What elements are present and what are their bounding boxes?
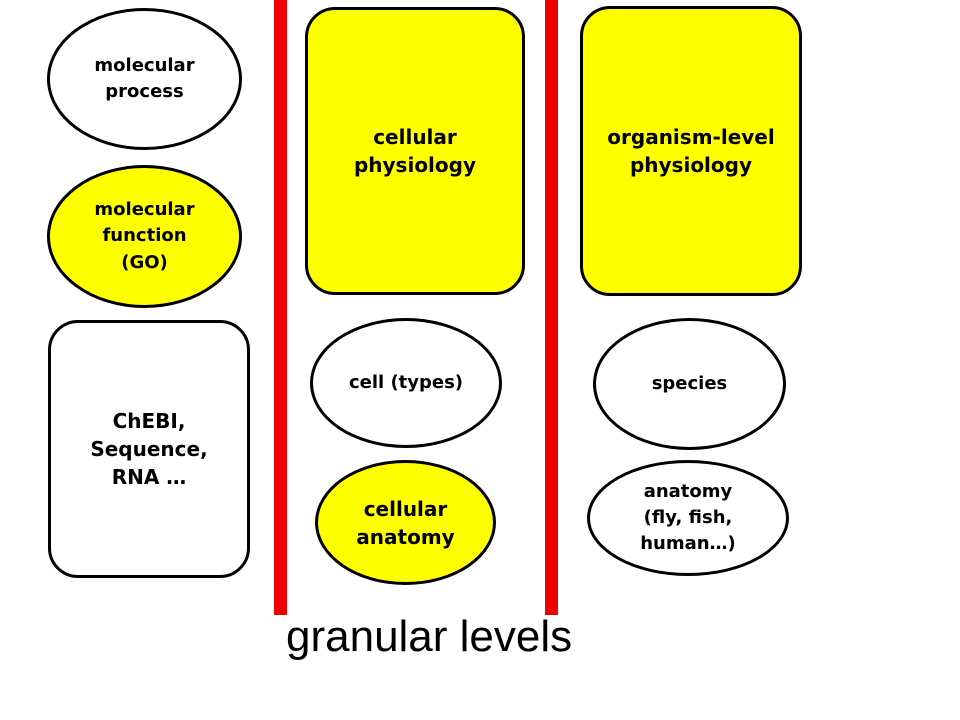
chebi-sequence-rna-node: ChEBI, Sequence, RNA … xyxy=(48,320,250,578)
granular-divider-left xyxy=(274,0,287,615)
organism-level-physiology-node: organism-level physiology xyxy=(580,6,802,296)
anatomy-label: anatomy (fly, fish, human…) xyxy=(640,480,736,555)
cell-types-node: cell (types) xyxy=(310,318,502,448)
cell-types-label: cell (types) xyxy=(348,371,464,393)
molecular-function-node: molecular function (GO) xyxy=(47,165,242,308)
organism-level-physiology-label: organism-level physiology xyxy=(607,125,775,177)
cellular-physiology-node: cellular physiology xyxy=(305,7,525,295)
cellular-anatomy-node: cellular anatomy xyxy=(315,460,496,585)
species-label: species xyxy=(651,372,728,394)
cellular-anatomy-label: cellular anatomy xyxy=(356,496,455,549)
anatomy-node: anatomy (fly, fish, human…) xyxy=(587,460,789,576)
granular-divider-right xyxy=(545,0,558,615)
cellular-physiology-label: cellular physiology xyxy=(353,125,477,177)
molecular-process-label: molecular process xyxy=(94,54,195,102)
species-node: species xyxy=(593,318,786,450)
chebi-sequence-rna-label: ChEBI, Sequence, RNA … xyxy=(90,409,208,489)
molecular-function-label: molecular function (GO) xyxy=(94,199,195,273)
granular-levels-caption: granular levels xyxy=(286,612,573,661)
molecular-process-node: molecular process xyxy=(47,8,242,150)
